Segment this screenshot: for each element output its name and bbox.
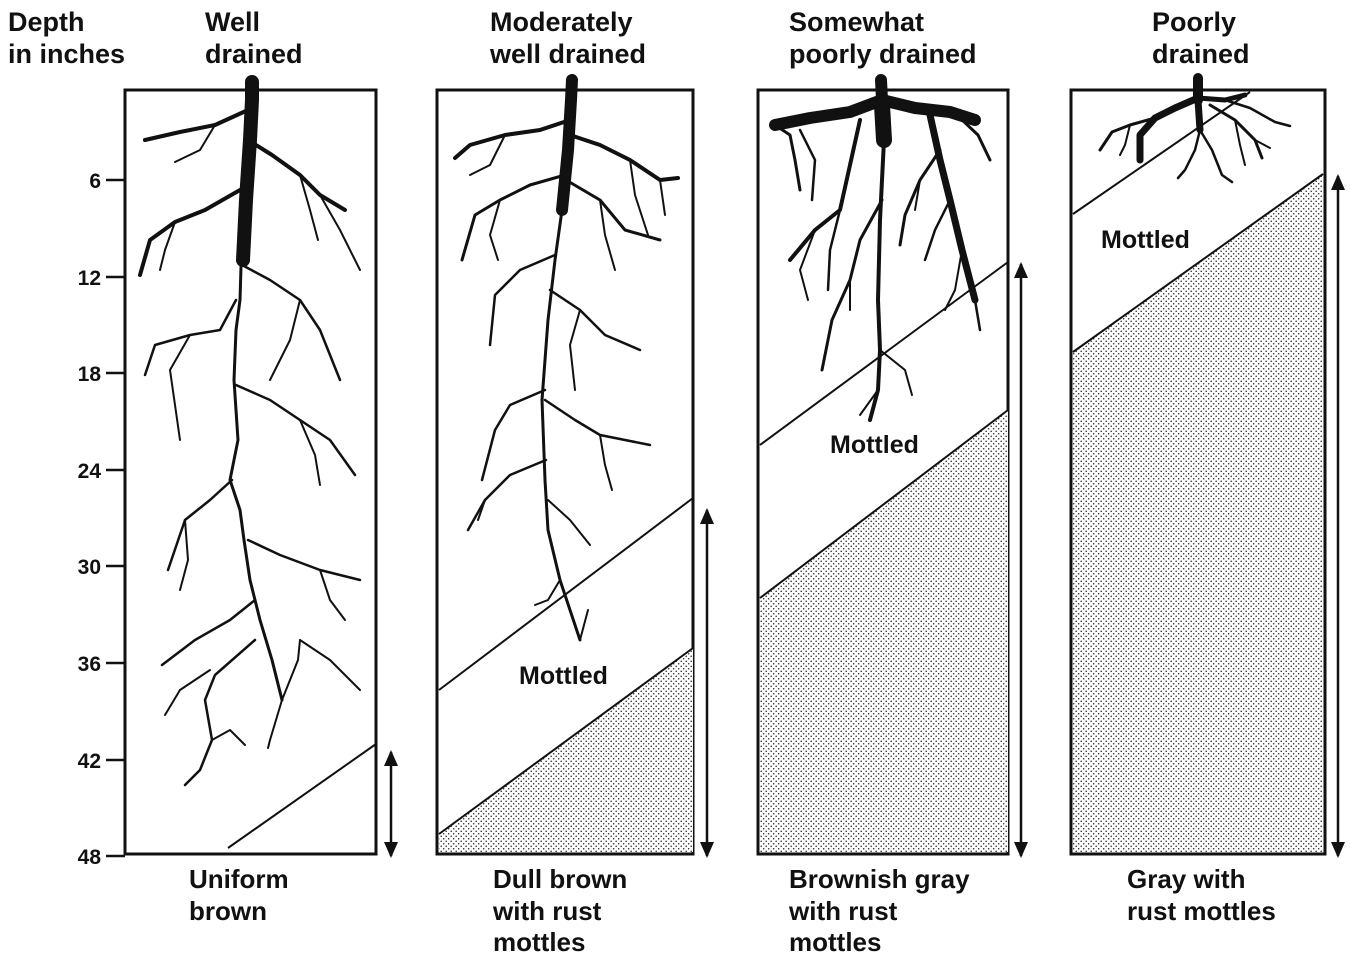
depth-tick-label: 12 <box>78 267 101 290</box>
column-footer-line1: Dull brown <box>493 864 627 894</box>
column-title-line1: Poorly <box>1152 7 1236 37</box>
depth-tick-label: 48 <box>78 846 102 869</box>
column-well-drained: Well drained <box>125 7 398 926</box>
column-poorly-drained: Poorly drained Mottled Gray with rust m <box>1071 7 1345 926</box>
mottled-depth-arrow <box>700 508 714 858</box>
depth-tick-label: 36 <box>78 653 101 676</box>
column-title-line1: Somewhat <box>789 7 924 37</box>
depth-tick-label: 6 <box>89 170 101 193</box>
column-footer-line1: Uniform <box>189 864 289 894</box>
column-footer-line1: Brownish gray <box>789 864 970 894</box>
column-footer-line2: with rust <box>788 896 898 926</box>
depth-tick-label: 18 <box>78 363 102 386</box>
column-footer-line3: mottles <box>789 927 881 955</box>
mottled-label: Mottled <box>1101 226 1190 254</box>
column-title-line1: Well <box>205 7 260 37</box>
depth-tick-label: 42 <box>78 750 101 773</box>
axis-title-line1: Depth <box>8 7 85 37</box>
mottled-label: Mottled <box>519 662 608 690</box>
column-moderately-well-drained: Moderately well drained Mottled <box>437 7 714 955</box>
column-title-line1: Moderately <box>490 7 633 37</box>
column-somewhat-poorly-drained: Somewhat poorly drained Mottled <box>758 7 1028 955</box>
column-footer-line2: rust mottles <box>1127 896 1276 926</box>
column-footer-line3: mottles <box>493 927 585 955</box>
depth-tick-label: 30 <box>78 556 101 579</box>
axis-title-line2: in inches <box>8 39 125 69</box>
column-footer-line1: Gray with <box>1127 864 1245 894</box>
column-footer-line2: brown <box>189 896 267 926</box>
column-title-line2: poorly drained <box>789 39 977 69</box>
column-title-line2: drained <box>1152 39 1250 69</box>
depth-tick-label: 24 <box>78 460 102 483</box>
mottled-label: Mottled <box>830 431 919 459</box>
column-footer-line2: with rust <box>492 896 602 926</box>
depth-axis: Depth in inches 6 12 18 24 30 36 42 48 <box>8 7 125 869</box>
column-title-line2: drained <box>205 39 303 69</box>
mottled-depth-arrow <box>1014 262 1028 858</box>
mottled-depth-arrow <box>1331 174 1345 858</box>
column-title-line2: well drained <box>489 39 646 69</box>
mottled-depth-arrow <box>384 750 398 858</box>
